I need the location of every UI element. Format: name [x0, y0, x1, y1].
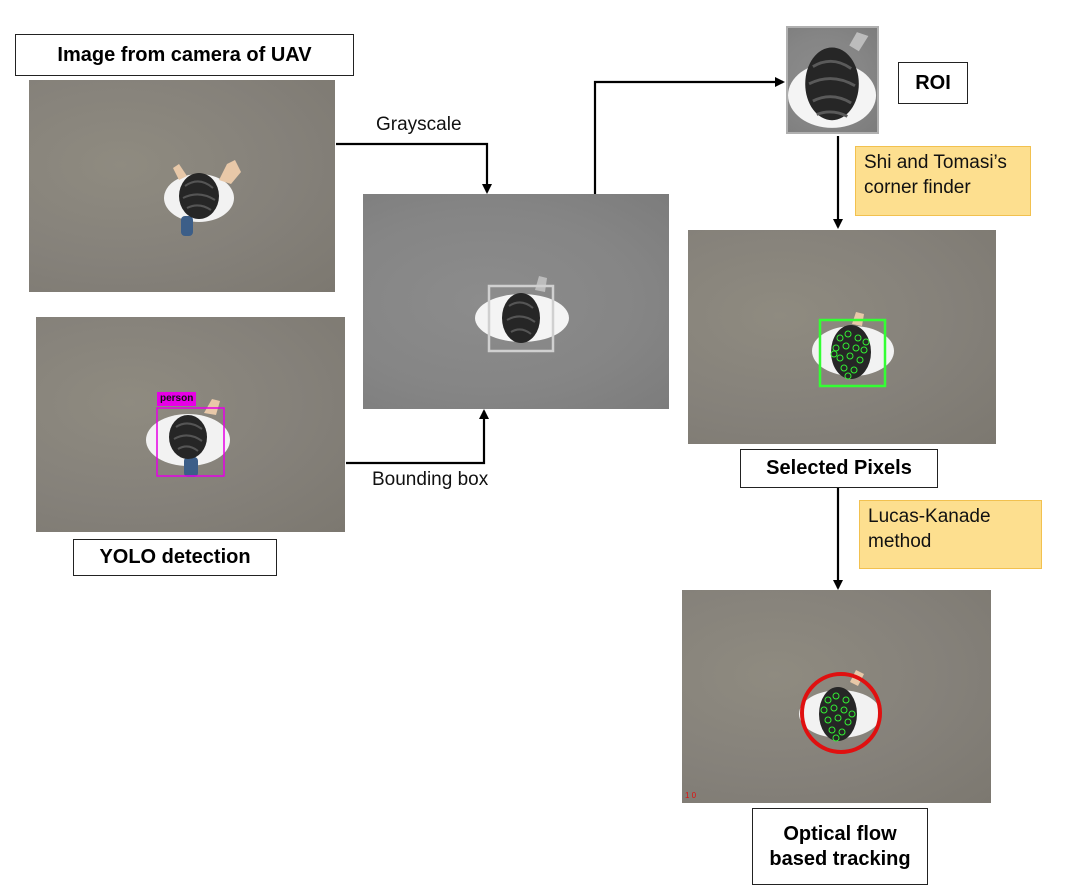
grayscale-edge-label: Grayscale — [376, 114, 462, 135]
arrow-grayscale-to-roi — [593, 77, 785, 194]
corner-bounding-box — [818, 318, 887, 388]
camera-image — [29, 80, 335, 292]
person-detection-tag: person — [157, 392, 197, 406]
arrow-camera-to-grayscale — [336, 142, 492, 194]
camera-image-label: Image from camera of UAV — [15, 34, 354, 76]
person-topview-figure — [164, 160, 241, 236]
gray-bounding-box — [487, 284, 555, 353]
roi-image — [786, 26, 879, 134]
yolo-bounding-box — [156, 407, 225, 477]
roi-label: ROI — [898, 62, 968, 104]
person-topview-figure — [475, 276, 569, 353]
tracking-circle — [800, 672, 882, 754]
frame-counter: 1 0 — [685, 791, 697, 800]
selected-pixels-image — [688, 230, 996, 444]
selected-pixels-label: Selected Pixels — [740, 449, 938, 488]
lucas-kanade-note: Lucas-Kanade method — [859, 500, 1042, 569]
yolo-detection-image: person — [36, 317, 345, 532]
yolo-detection-label: YOLO detection — [73, 539, 277, 576]
person-topview-figure — [812, 312, 894, 388]
person-topview-figure — [146, 399, 230, 477]
grayscale-image — [363, 194, 669, 409]
corner-points — [830, 330, 870, 380]
person-topview-figure — [799, 670, 882, 754]
optical-flow-image: 1 0 — [682, 590, 991, 803]
roi-head-figure — [788, 32, 877, 128]
shi-tomasi-note: Shi and Tomasi’s corner finder — [855, 146, 1031, 216]
tracked-points — [820, 692, 856, 742]
arrow-yolo-to-grayscale — [346, 409, 489, 465]
bounding-box-edge-label: Bounding box — [372, 469, 489, 490]
optical-flow-label: Optical flow based tracking — [752, 808, 928, 885]
